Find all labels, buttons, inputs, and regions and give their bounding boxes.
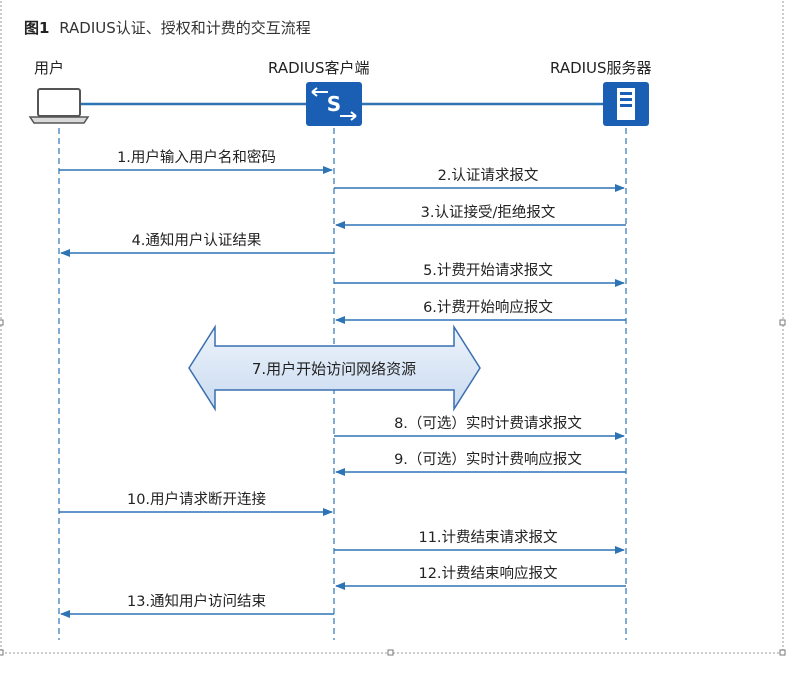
message-label: 1.用户输入用户名和密码 bbox=[117, 149, 276, 166]
message-label: 8.（可选）实时计费请求报文 bbox=[394, 415, 582, 432]
resize-handle-bottom[interactable] bbox=[387, 649, 394, 656]
server-icon bbox=[603, 82, 649, 126]
resize-handle-right[interactable] bbox=[779, 319, 786, 326]
message-label: 10.用户请求断开连接 bbox=[127, 491, 266, 508]
resize-handle-bottom-left[interactable] bbox=[0, 649, 4, 656]
resize-handle-left[interactable] bbox=[0, 319, 4, 326]
message-label: 13.通知用户访问结束 bbox=[127, 593, 266, 610]
actor-label-client: RADIUS客户端 bbox=[268, 59, 370, 77]
figure-caption: RADIUS认证、授权和计费的交互流程 bbox=[59, 19, 311, 37]
selection-frame bbox=[0, 1, 786, 656]
message-label: 6.计费开始响应报文 bbox=[423, 298, 553, 316]
message-label: 5.计费开始请求报文 bbox=[423, 262, 553, 279]
access-step-arrow: 7.用户开始访问网络资源 bbox=[188, 324, 481, 412]
message-label: 11.计费结束请求报文 bbox=[418, 529, 558, 546]
switch-icon: S bbox=[306, 82, 362, 126]
actor-label-server: RADIUS服务器 bbox=[550, 59, 652, 77]
figure-number: 图1 bbox=[24, 19, 49, 37]
message-label: 9.（可选）实时计费响应报文 bbox=[394, 450, 582, 468]
message-list: 1.用户输入用户名和密码 2.认证请求报文 3.认证接受/拒绝报文 4.通知用户认证结… bbox=[59, 149, 626, 618]
figure-title: 图1 RADIUS认证、授权和计费的交互流程 bbox=[24, 19, 311, 37]
access-step-label: 7.用户开始访问网络资源 bbox=[252, 360, 416, 378]
switch-icon-letter: S bbox=[327, 92, 341, 116]
message-label: 2.认证请求报文 bbox=[438, 167, 539, 184]
resize-handle-bottom-right[interactable] bbox=[779, 649, 786, 656]
message-label: 3.认证接受/拒绝报文 bbox=[421, 204, 556, 221]
message-label: 4.通知用户认证结果 bbox=[132, 232, 262, 249]
laptop-icon bbox=[28, 88, 90, 124]
message-label: 12.计费结束响应报文 bbox=[418, 564, 558, 582]
actor-label-user: 用户 bbox=[34, 59, 64, 77]
